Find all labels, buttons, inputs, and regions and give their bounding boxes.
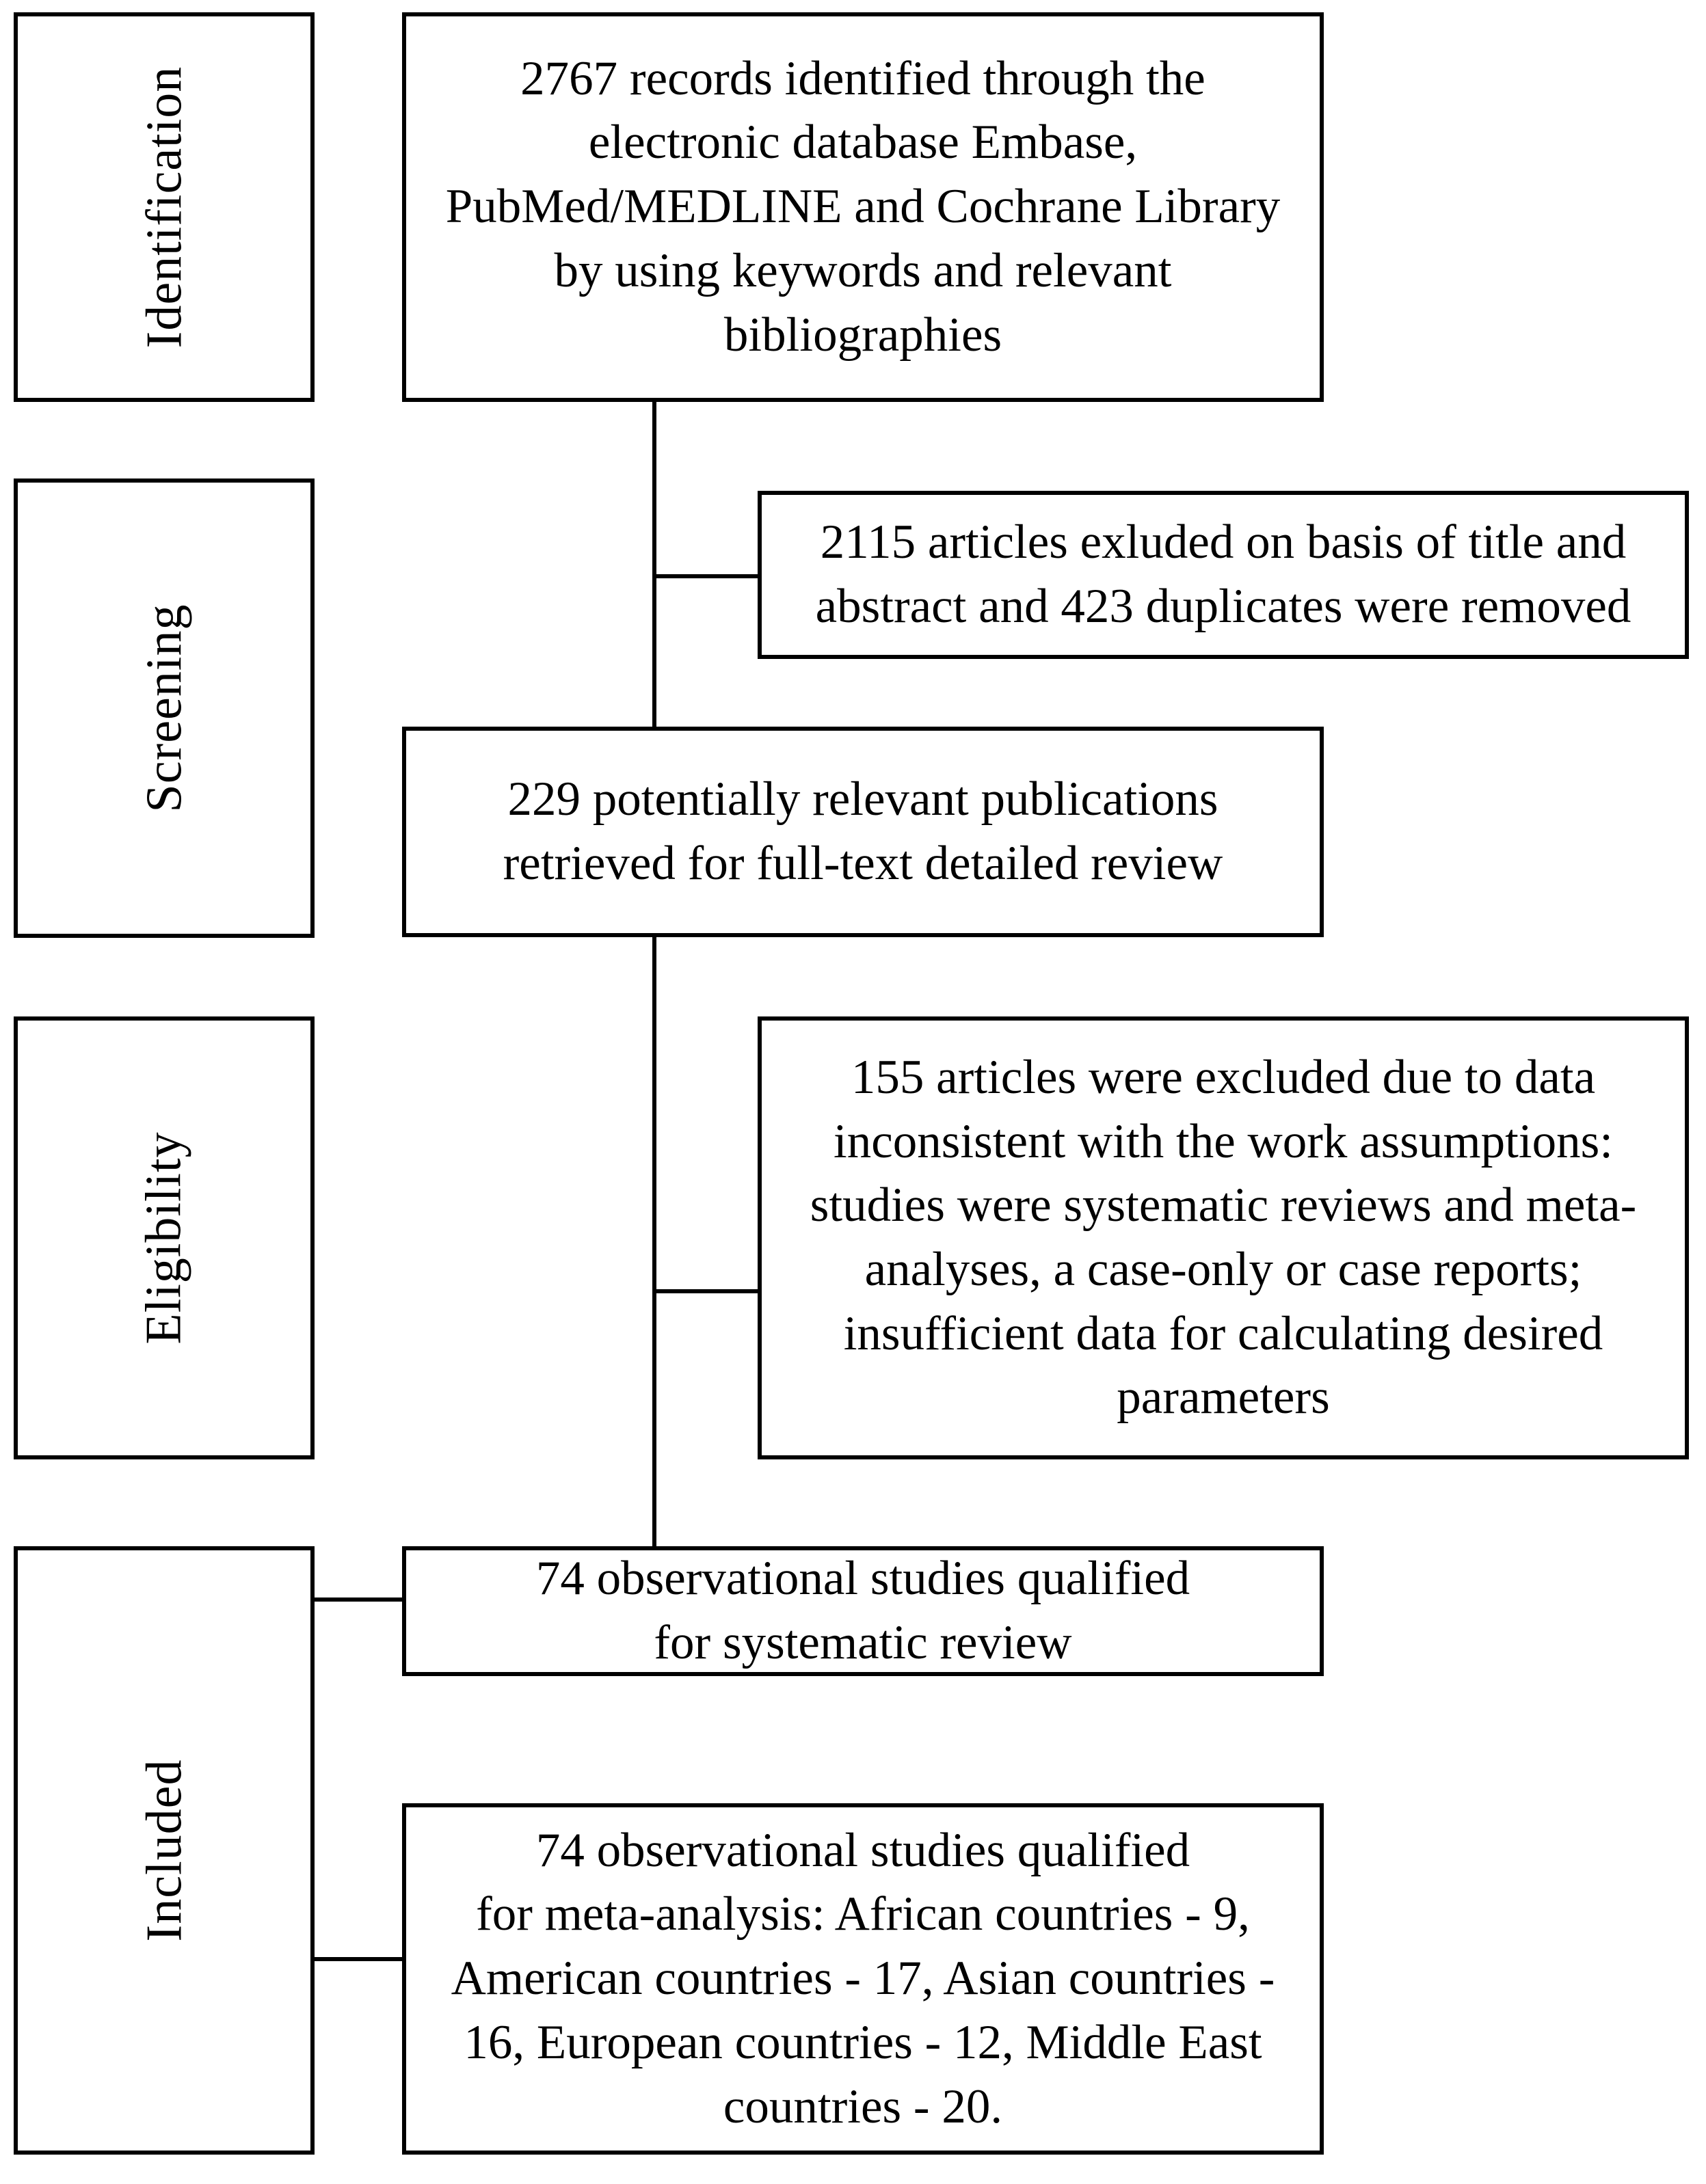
- stage-label-identification-text: Identification: [136, 66, 192, 349]
- box-potentially-relevant: 229 potentially relevant publications re…: [402, 727, 1324, 937]
- stage-label-eligibility: Eligibility: [14, 1016, 315, 1459]
- connector-branch-to-excluded-title-abstract: [652, 574, 762, 578]
- box-excluded-fulltext: 155 articles were excluded due to data i…: [758, 1016, 1689, 1459]
- stage-label-included-text: Included: [136, 1759, 192, 1942]
- connector-eligibility-label-to-systematic-box: [311, 1597, 407, 1602]
- box-qualified-meta-analysis-text: 74 observational studies qualified for m…: [451, 1823, 1275, 2133]
- box-qualified-systematic-review-text: 74 observational studies qualified for s…: [535, 1552, 1190, 1669]
- connector-included-label-to-meta-box: [311, 1957, 407, 1961]
- stage-label-identification: Identification: [14, 12, 315, 402]
- stage-label-included: Included: [14, 1546, 315, 2155]
- connector-branch-to-excluded-fulltext: [652, 1289, 762, 1293]
- connector-identification-to-screening: [652, 197, 656, 730]
- stage-label-screening-text: Screening: [136, 604, 192, 813]
- box-excluded-title-abstract-text: 2115 articles exluded on basis of title …: [815, 515, 1631, 633]
- box-qualified-meta-analysis: 74 observational studies qualified for m…: [402, 1803, 1324, 2155]
- box-potentially-relevant-text: 229 potentially relevant publications re…: [503, 772, 1223, 890]
- box-records-identified: 2767 records identified through the elec…: [402, 12, 1324, 402]
- box-records-identified-text: 2767 records identified through the elec…: [445, 51, 1281, 362]
- stage-label-screening: Screening: [14, 478, 315, 938]
- box-excluded-fulltext-text: 155 articles were excluded due to data i…: [810, 1050, 1637, 1425]
- box-excluded-title-abstract: 2115 articles exluded on basis of title …: [758, 491, 1689, 659]
- connector-screening-to-included: [652, 935, 656, 1631]
- box-qualified-systematic-review: 74 observational studies qualified for s…: [402, 1546, 1324, 1676]
- stage-label-eligibility-text: Eligibility: [136, 1131, 192, 1345]
